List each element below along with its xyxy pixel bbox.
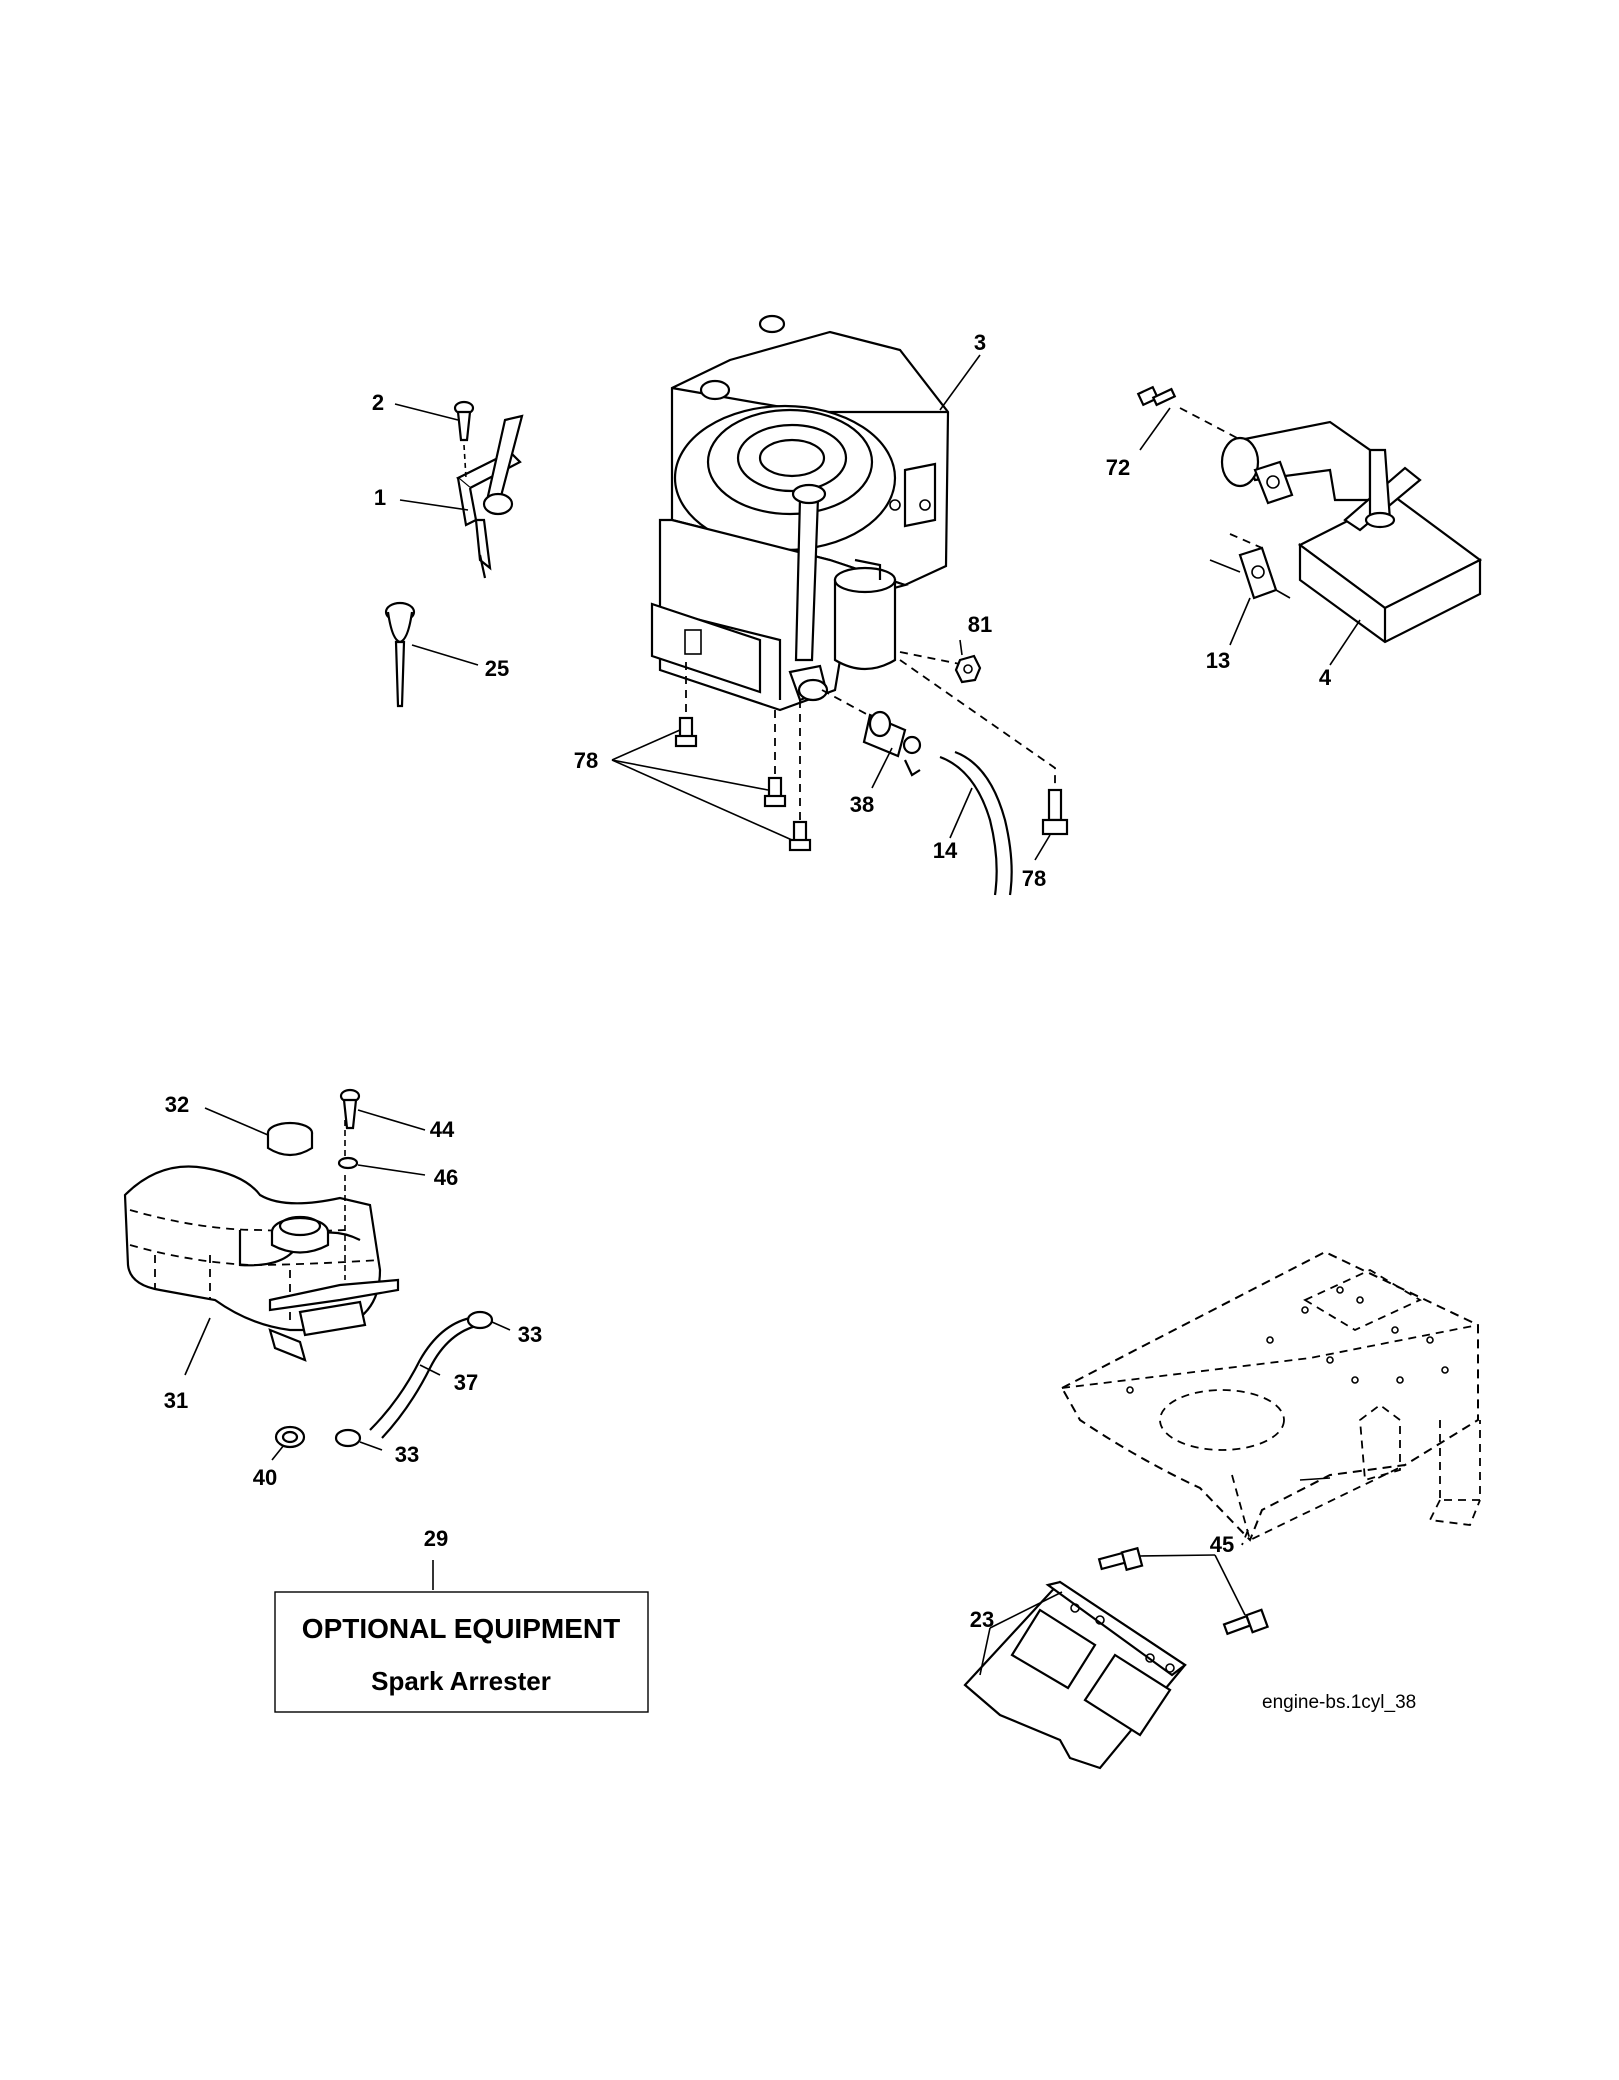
callout-23: 23 xyxy=(970,1607,994,1632)
washer-46 xyxy=(337,1156,359,1170)
callout-33-upper: 33 xyxy=(518,1322,542,1347)
fuel-tank-31 xyxy=(123,1165,400,1362)
screw-2 xyxy=(453,400,475,442)
clamp-33 xyxy=(334,1310,494,1448)
callout-45: 45 xyxy=(1210,1532,1234,1557)
engine-assembly xyxy=(650,314,950,712)
bolt-72 xyxy=(1136,385,1177,407)
throttle-control-1 xyxy=(456,414,524,579)
callout-2: 2 xyxy=(372,390,384,415)
diagram-reference: engine-bs.1cyl_38 xyxy=(1262,1692,1416,1713)
callout-46: 46 xyxy=(434,1165,458,1190)
callout-29: 29 xyxy=(424,1526,448,1551)
gasket-13 xyxy=(1238,546,1278,600)
callout-32: 32 xyxy=(165,1092,189,1117)
optional-equipment-subtitle: Spark Arrester xyxy=(371,1666,551,1696)
optional-equipment-box: OPTIONAL EQUIPMENT Spark Arrester xyxy=(274,1591,649,1713)
callout-13: 13 xyxy=(1206,648,1230,673)
callout-44: 44 xyxy=(430,1117,455,1142)
fuel-shutoff-valve-38 xyxy=(821,689,922,777)
callout-37: 37 xyxy=(454,1370,478,1395)
screw-44 xyxy=(339,1088,361,1130)
callout-3: 3 xyxy=(974,330,986,355)
callout-38: 38 xyxy=(850,792,874,817)
callout-1: 1 xyxy=(374,485,386,510)
callout-25: 25 xyxy=(485,656,509,681)
frame-dashed xyxy=(1060,1250,1481,1546)
callout-33-lower: 33 xyxy=(395,1442,419,1467)
callout-14: 14 xyxy=(933,838,958,863)
bolt-78 xyxy=(674,716,1069,852)
callout-72: 72 xyxy=(1106,455,1130,480)
heat-shield-23 xyxy=(963,1580,1187,1770)
callout-81: 81 xyxy=(968,612,992,637)
dipstick-25 xyxy=(384,601,416,708)
leader-lines xyxy=(184,354,1361,1676)
bolt-45 xyxy=(1097,1546,1270,1636)
optional-equipment-title: OPTIONAL EQUIPMENT xyxy=(302,1613,620,1644)
muffler-4 xyxy=(1220,420,1483,644)
bushing-40 xyxy=(274,1425,306,1449)
callout-78-left: 78 xyxy=(574,748,598,773)
callout-78-right: 78 xyxy=(1022,866,1046,891)
callout-40: 40 xyxy=(253,1465,277,1490)
callout-4: 4 xyxy=(1319,665,1332,690)
callout-31: 31 xyxy=(164,1388,188,1413)
fuel-cap-32 xyxy=(266,1121,314,1157)
nut-81 xyxy=(954,654,982,684)
